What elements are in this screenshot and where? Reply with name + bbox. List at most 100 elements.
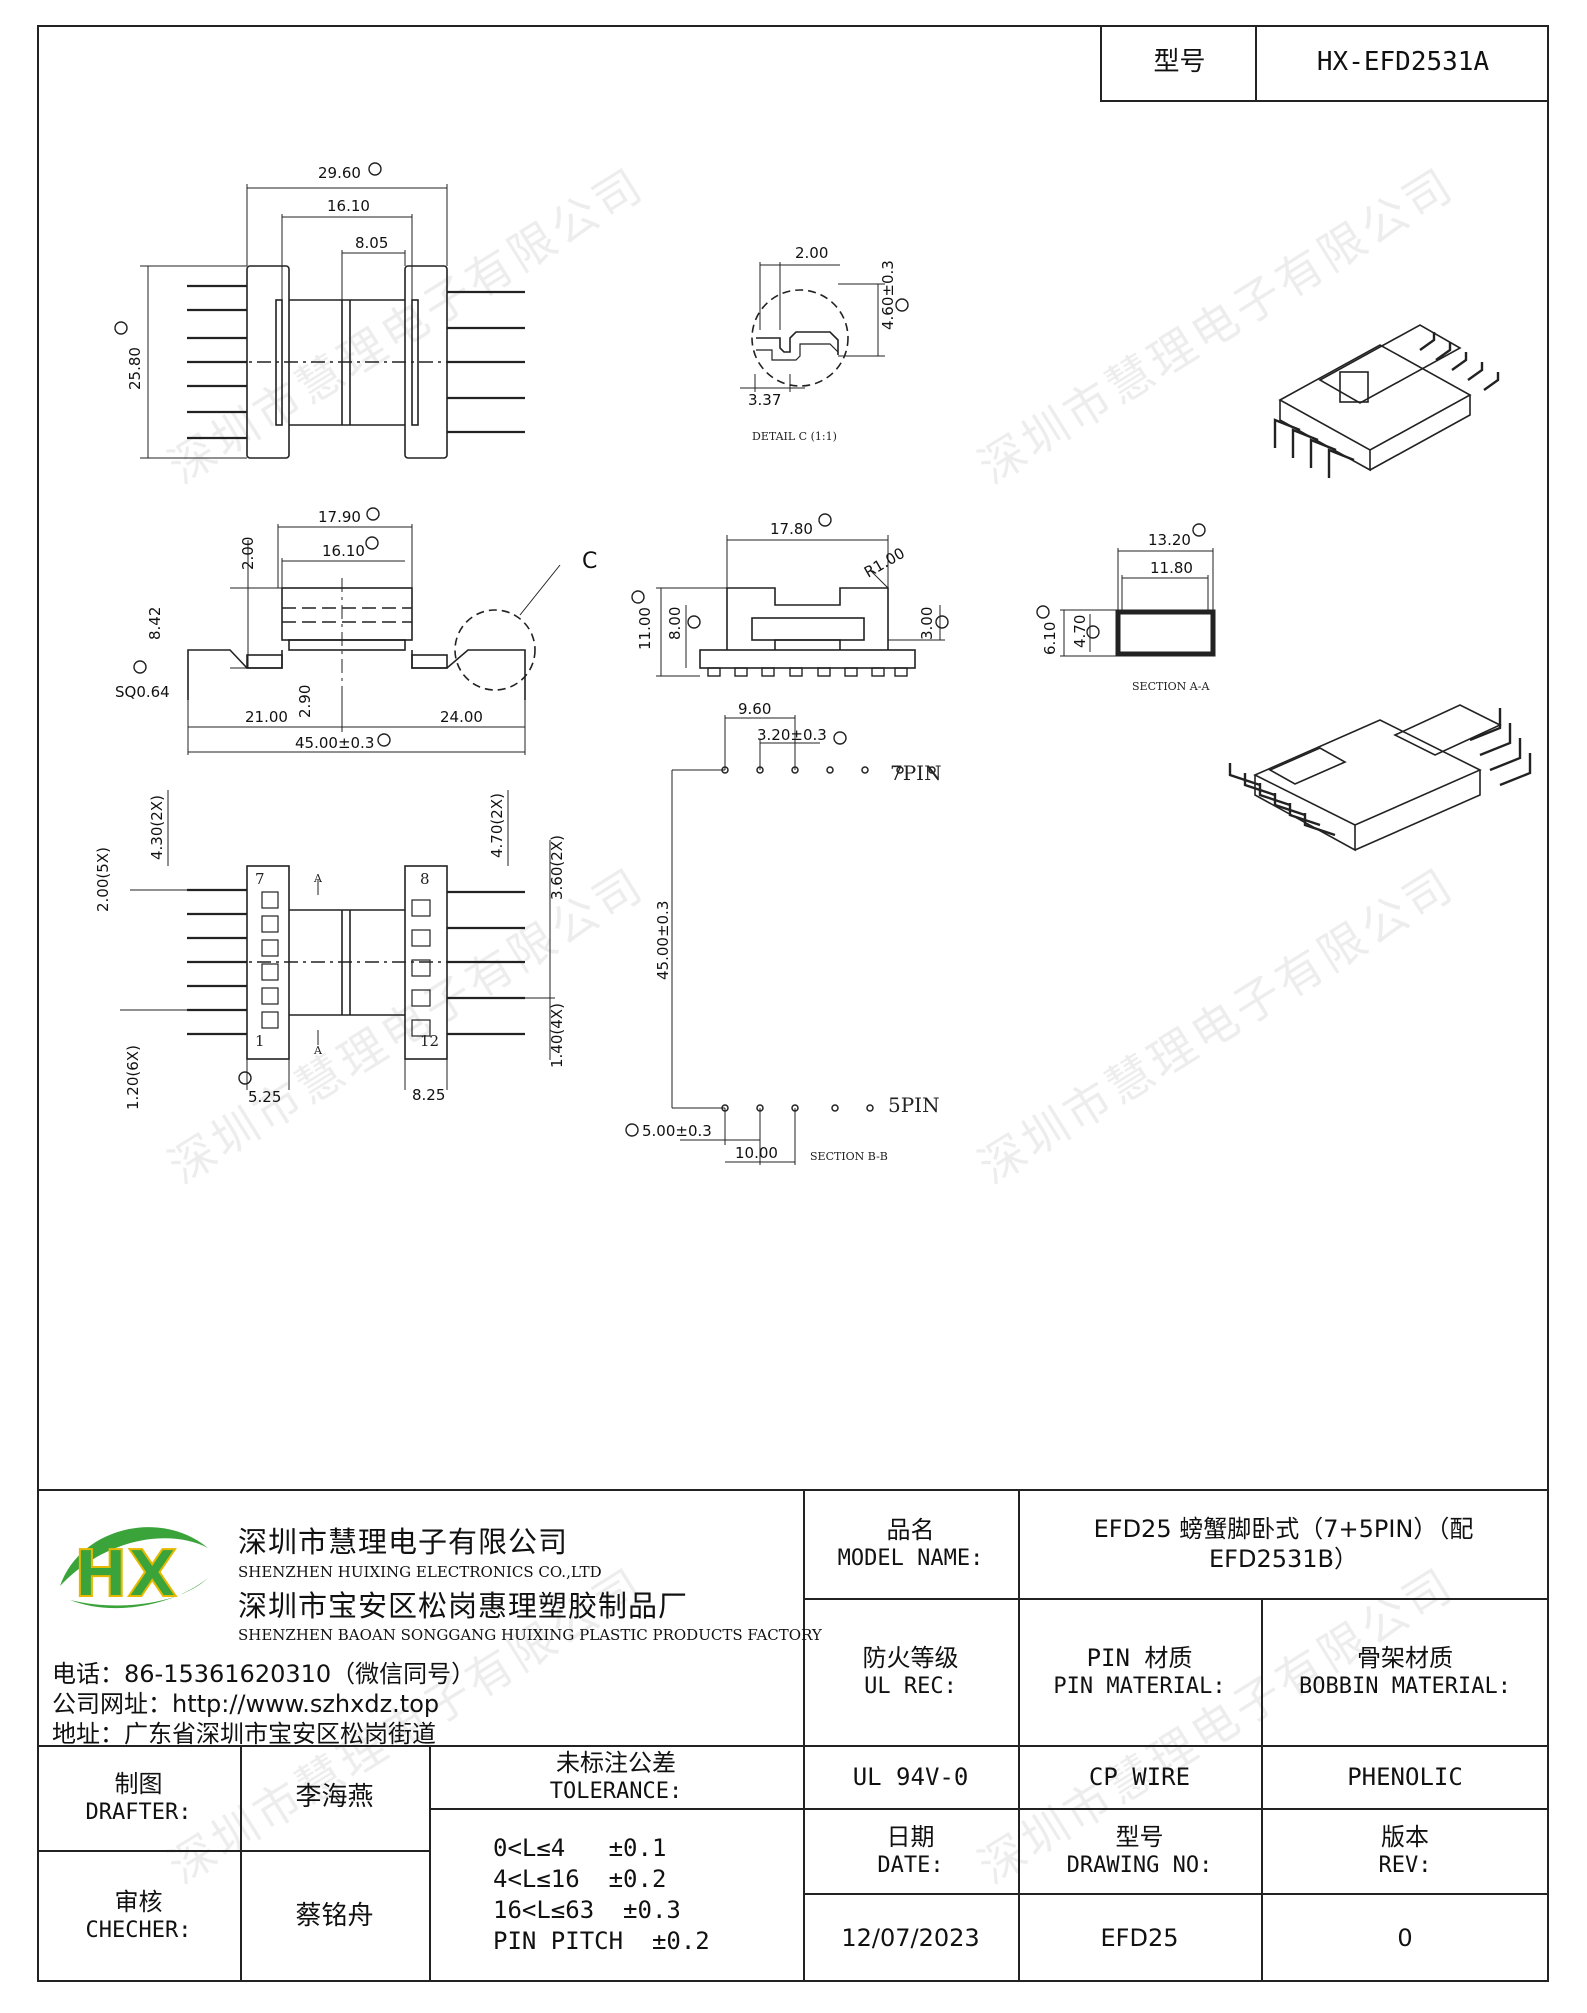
dim-top-width-total: 29.60 [318,164,361,182]
dim-pin-h: 45.00±0.3 [654,901,672,980]
bobbin-material-label-cn: 骨架材质 [1357,1643,1453,1672]
fire-rating-label-en: UL REC: [864,1673,957,1699]
title-block-row-line [37,1850,430,1852]
title-block-divider [803,1489,805,1982]
pin-material-label-en: PIN MATERIAL: [1053,1673,1226,1699]
dim-side-right: 24.00 [440,708,483,726]
bottom-view [120,790,555,1090]
pin-12-label: 12 [420,1032,439,1050]
dim-bottom-d5: 1.40(4X) [548,1003,566,1068]
tolerance-row: 0<L≤4 ±0.1 [429,1833,803,1864]
dim-pin-d3: 5.00±0.3 [642,1122,712,1140]
header-value-cell: HX-EFD2531A [1255,25,1549,102]
bobbin-material-value-text: PHENOLIC [1347,1762,1463,1791]
dim-bottom-d6: 1.20(6X) [124,1045,142,1110]
callout-c: C [582,549,597,574]
title-block-divider [429,1745,431,1982]
dim-side-w1: 17.90 [318,508,361,526]
company-phone: 电话：86-15361620310（微信同号） [52,1660,476,1688]
tolerance-label-cn: 未标注公差 [556,1748,676,1777]
dim-detail-c-b: 4.60±0.3 [879,260,897,330]
pin-count-top: 7PIN [890,761,942,785]
dim-bottom-w-left: 5.25 [248,1088,281,1106]
bobbin-material-label-en: BOBBIN MATERIAL: [1299,1673,1511,1699]
dim-section-h2: 4.70 [1071,615,1089,648]
revision-label-cn: 版本 [1381,1822,1429,1851]
title-block-divider [1018,1489,1020,1982]
drawing-number-label: 型号 DRAWING NO: [1018,1808,1261,1893]
dim-pin-d4: 10.00 [735,1144,778,1162]
factory-name-en: SHENZHEN BAOAN SONGGANG HUIXING PLASTIC … [238,1626,822,1644]
dim-bottom-d3: 3.60(2X) [548,835,566,900]
dim-side-left: 21.00 [245,708,288,726]
company-website: 公司网址：http://www.szhxdz.top [52,1690,440,1718]
model-name-value-line1: EFD25 螃蟹脚卧式（7+5PIN）（配 [1093,1514,1474,1543]
detail-c-view [740,262,885,392]
date-label-cn: 日期 [886,1822,935,1851]
drawing-number-value: EFD25 [1018,1893,1261,1982]
date-label-en: DATE: [877,1852,944,1878]
pin-1-label: 1 [255,1032,265,1050]
date-value: 12/07/2023 [803,1893,1018,1982]
dim-bottom-d1: 4.30(2X) [148,795,166,860]
title-block-divider [240,1745,242,1982]
dim-detail-c-a: 2.00 [795,244,828,262]
bobbin-material-label: 骨架材质 BOBBIN MATERIAL: [1261,1598,1549,1745]
tolerance-row-text: 0<L≤4 ±0.1 [493,1833,667,1862]
title-block-row-line [803,1808,1549,1810]
revision-value-text: 0 [1397,1923,1413,1952]
drawing-number-label-en: DRAWING NO: [1066,1852,1213,1878]
pin-dots [721,766,936,1112]
model-name-value-line2: EFD2531B） [1209,1544,1358,1573]
dim-section-w2: 11.80 [1150,559,1193,577]
dim-end-h3: 3.00 [918,607,936,640]
detail-c-title: DETAIL C (1:1) [752,430,837,443]
dim-side-sq: SQ0.64 [115,683,170,701]
checker-label-en: CHECHER: [85,1918,192,1944]
dim-side-total: 45.00±0.3 [295,734,374,752]
factory-name-cn: 深圳市宝安区松岗惠理塑胶制品厂 [238,1589,689,1623]
tolerance-row: 16<L≤63 ±0.3 [429,1895,803,1926]
dim-detail-c-c: 3.37 [748,391,781,409]
pin-material-label-cn: PIN 材质 [1086,1643,1193,1672]
tolerance-row-text: 4<L≤16 ±0.2 [493,1864,667,1893]
checker-name: 蔡铭舟 [240,1850,429,1982]
checker-name-text: 蔡铭舟 [295,1900,374,1931]
title-block-divider [1261,1598,1263,1982]
company-name-cn: 深圳市慧理电子有限公司 [238,1525,569,1559]
tolerance-row: 4<L≤16 ±0.2 [429,1864,803,1895]
drawing-number-label-cn: 型号 [1115,1822,1164,1851]
dim-pin-d2: 3.20±0.3 [757,726,827,744]
pin-material-value-text: CP WIRE [1088,1762,1191,1791]
model-name-label-cn: 品名 [886,1515,935,1544]
dim-top-width-inner: 16.10 [327,197,370,215]
dim-top-height: 25.80 [126,347,144,390]
isometric-view-bottom [1228,704,1532,852]
drafter-name-text: 李海燕 [295,1782,374,1813]
section-mark-a-top: A [313,872,323,885]
pin-7-label: 7 [255,870,265,888]
dim-section-w1: 13.20 [1148,531,1191,549]
drafter-label-cn: 制图 [114,1769,163,1798]
logo-graphic: HX [60,1527,208,1613]
dim-end-h1: 11.00 [636,607,654,650]
dim-side-h2: 8.42 [146,607,164,640]
date-value-text: 12/07/2023 [841,1923,980,1952]
title-block-row-line [429,1808,803,1810]
drawing-frame [37,25,1549,1982]
isometric-view-top [1273,324,1500,478]
tolerance-label-en: TOLERANCE: [549,1778,683,1804]
model-number: HX-EFD2531A [1316,47,1490,78]
checker-label: 审核 CHECHER: [37,1850,240,1982]
title-block-row-line [37,1745,1549,1747]
tolerance-row-text: 16<L≤63 ±0.3 [493,1896,681,1924]
drafter-label: 制图 DRAFTER: [37,1745,240,1850]
drafter-label-en: DRAFTER: [85,1799,192,1825]
company-name-en: SHENZHEN HUIXING ELECTRONICS CO.,LTD [238,1563,602,1581]
logo-letters: HX [74,1538,177,1612]
drafter-name: 李海燕 [240,1745,429,1850]
title-block-top-border [37,1489,1549,1491]
dimension-markers [114,162,1206,1137]
fire-rating-label-cn: 防火等级 [862,1643,959,1672]
top-view [140,184,525,459]
